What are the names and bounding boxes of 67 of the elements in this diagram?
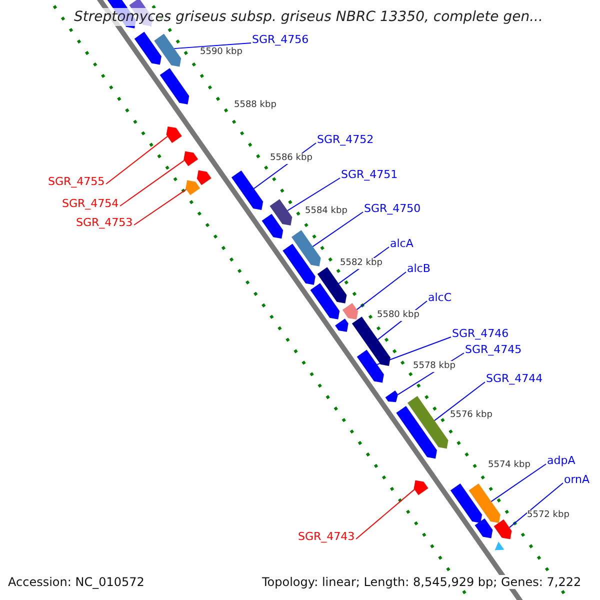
gene-feature xyxy=(310,283,340,320)
scale-label: 5590 kbp xyxy=(200,47,242,58)
leader-line xyxy=(134,188,187,226)
gene-feature xyxy=(134,32,162,65)
gene-label: SGR_4752 xyxy=(317,133,374,146)
gene-label: SGR_4746 xyxy=(452,327,509,340)
gene-feature xyxy=(352,316,390,366)
gene-feature xyxy=(396,406,437,459)
gene-label: adpA xyxy=(547,454,576,468)
scale-label: 5586 kbp xyxy=(270,153,312,164)
gene-label: alcB xyxy=(407,262,430,276)
gene-feature xyxy=(356,350,384,383)
gene-feature xyxy=(282,244,316,285)
gene-label: SGR_4756 xyxy=(252,33,309,46)
scale-label: 5580 kbp xyxy=(377,310,420,321)
gene-feature xyxy=(494,542,504,550)
gene-feature xyxy=(407,396,448,449)
gene-label: SGR_4744 xyxy=(486,372,543,386)
gene-feature xyxy=(196,170,212,186)
gene-label: SGR_4755 xyxy=(48,175,105,188)
leader-line xyxy=(106,136,168,184)
leader-line xyxy=(174,42,252,50)
leader-line xyxy=(490,464,546,502)
gene-feature xyxy=(474,518,493,538)
leader-line xyxy=(508,482,564,528)
gene-feature xyxy=(166,126,182,143)
gene-label: SGR_4750 xyxy=(364,202,421,216)
scale-label: 5582 kbp xyxy=(340,258,382,269)
gene-feature xyxy=(184,151,198,166)
gene-feature xyxy=(468,484,500,524)
footer-text: Topology: linear; Length: 8,545,929 bp; Genes: 7,222 xyxy=(262,575,582,590)
gene-feature xyxy=(414,480,428,496)
gene-feature xyxy=(160,68,190,104)
scale-label: 5572 kbp xyxy=(527,510,570,521)
scale-label: 5584 kbp xyxy=(305,206,348,217)
gene-feature xyxy=(270,199,292,226)
gene-label: ornA xyxy=(564,473,590,486)
leader-line xyxy=(312,212,364,248)
gene-label: SGR_4754 xyxy=(62,197,119,210)
gene-feature xyxy=(186,180,200,196)
leader-line xyxy=(120,160,185,206)
leader-line xyxy=(356,272,406,310)
gene-feature xyxy=(262,214,284,239)
gene-label: SGR_4753 xyxy=(76,216,133,230)
gene-feature xyxy=(494,519,512,540)
gene-label: alcC xyxy=(428,291,452,304)
gene-label: alcA xyxy=(390,237,414,250)
scale-label: 5576 kbp xyxy=(450,410,492,421)
gene-feature xyxy=(317,267,347,304)
gene-feature xyxy=(342,303,358,320)
gene-label: SGR_4745 xyxy=(465,343,522,356)
footer-text: Accession: NC_010572 xyxy=(8,575,144,590)
gene-feature xyxy=(291,230,321,266)
gene-label: SGR_4751 xyxy=(341,168,398,182)
gene-feature xyxy=(385,390,398,402)
leader-line xyxy=(287,178,340,212)
scale-label: 5574 kbp xyxy=(488,460,530,471)
gene-feature xyxy=(154,34,182,67)
scale-label: 5588 kbp xyxy=(234,100,276,111)
gene-feature xyxy=(335,318,348,332)
leader-line xyxy=(376,336,452,366)
gene-feature xyxy=(231,170,264,210)
leader-line xyxy=(434,382,486,422)
gene-feature xyxy=(450,484,482,524)
leader-line xyxy=(356,488,415,540)
gene-label: SGR_4743 xyxy=(298,530,355,544)
scale-label: 5578 kbp xyxy=(413,361,456,372)
